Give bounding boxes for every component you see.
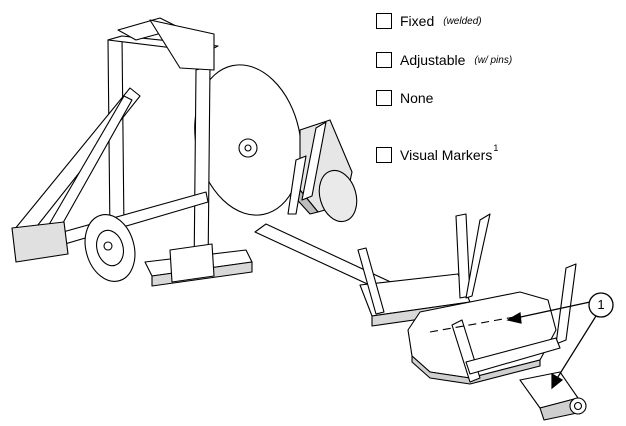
mast-base (169, 243, 215, 283)
callout-number: 1 (597, 297, 605, 312)
leader-arrow-lower (551, 372, 564, 390)
clamp-arm (301, 121, 327, 201)
rear-wheel (318, 169, 358, 223)
visual-markers-checkbox[interactable] (376, 147, 392, 163)
clamp-arm-2 (287, 155, 307, 215)
callout-marker: 1 (588, 292, 614, 318)
mast-cap (149, 19, 215, 71)
deck-cut-guide (429, 315, 521, 333)
none-checkbox[interactable] (376, 90, 392, 106)
rear-bunk-right-post-2 (465, 213, 491, 299)
leader-line-lower (555, 315, 597, 381)
a-frame-base (11, 221, 69, 263)
fixed-checkbox[interactable] (376, 13, 392, 29)
fixed-label: Fixed (400, 13, 435, 29)
callout-circle (588, 292, 614, 318)
adjustable-label: Adjustable (400, 52, 466, 68)
visual-markers-label: Visual Markers (400, 147, 493, 163)
tow-deck-edge (411, 355, 541, 385)
option-fixed[interactable]: Fixed (welded) (376, 13, 482, 29)
adjustable-checkbox[interactable] (376, 52, 392, 68)
leader-line-upper (515, 301, 591, 319)
option-visual-markers[interactable]: Visual Markers 1 (376, 143, 498, 163)
leader-arrow-upper (506, 312, 522, 324)
option-adjustable[interactable]: Adjustable (w/ pins) (376, 52, 512, 68)
front-bunk-post-right (555, 263, 577, 345)
option-none[interactable]: None (376, 90, 433, 106)
fixed-note: (welded) (443, 15, 482, 27)
visual-markers-footnote: 1 (493, 143, 499, 153)
front-bunk-rail (465, 337, 561, 375)
rear-bunk-left-post (357, 247, 385, 315)
adjustable-note: (w/ pins) (474, 54, 513, 66)
none-label: None (400, 90, 434, 106)
